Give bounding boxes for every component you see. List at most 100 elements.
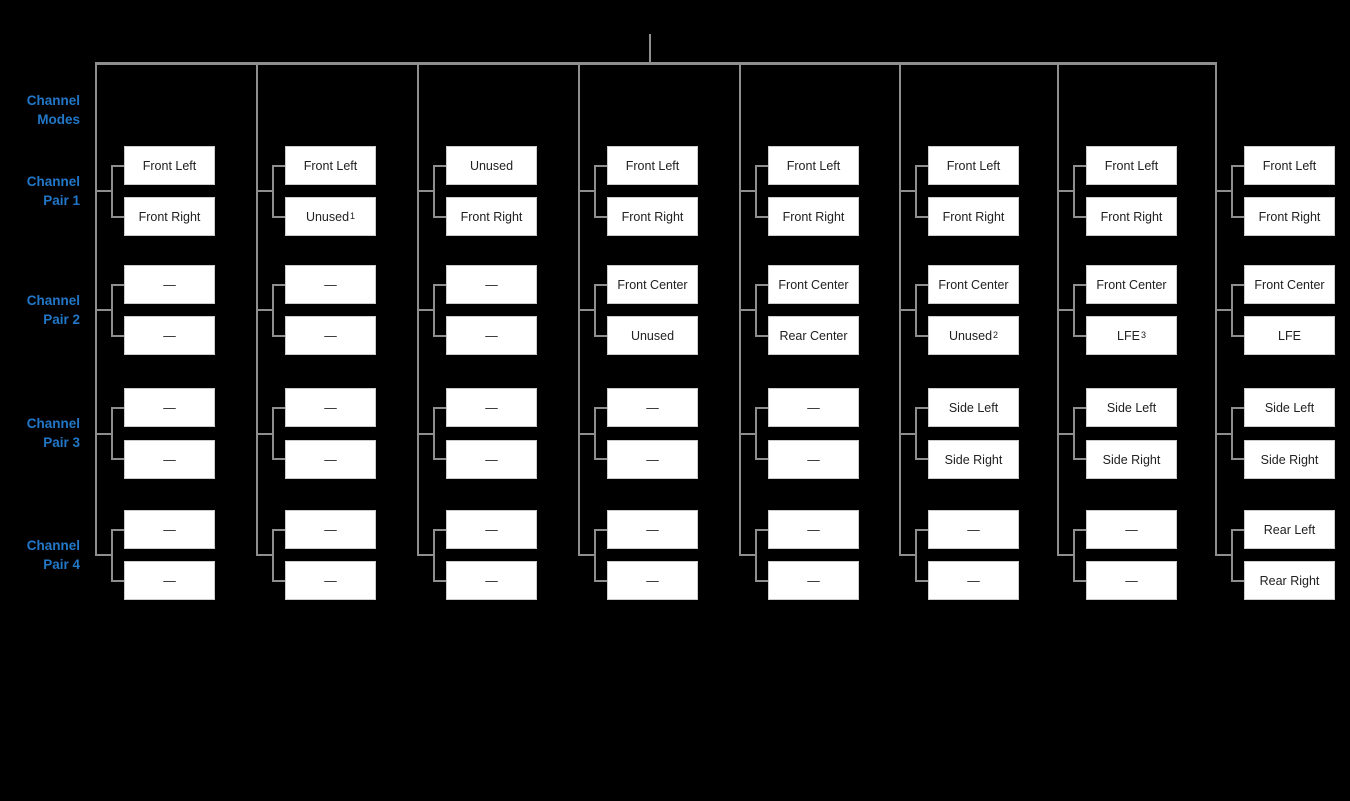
channel-box: —: [446, 388, 537, 427]
label-line: Pair 1: [43, 193, 80, 208]
channel-label: —: [1125, 573, 1138, 588]
pair-bracket: [433, 406, 447, 460]
channel-box: —: [768, 440, 859, 479]
channel-box: —: [607, 440, 698, 479]
channel-label: Side Right: [1102, 452, 1161, 467]
pair-bracket: [594, 164, 608, 218]
label-channel-modes: Channel Modes: [6, 91, 80, 129]
pair-connector-line: [417, 432, 434, 435]
pair-connector-line: [1215, 432, 1232, 435]
channel-label: —: [163, 452, 176, 467]
channel-label: —: [807, 522, 820, 537]
channel-label: —: [163, 573, 176, 588]
channel-box: —: [1086, 561, 1177, 600]
channel-box: —: [124, 440, 215, 479]
channel-box: Front Left: [124, 146, 215, 185]
label-line: Channel: [26, 538, 80, 553]
channel-box: —: [285, 510, 376, 549]
channel-label: —: [485, 573, 498, 588]
channel-label: Front Left: [786, 158, 841, 173]
pair-bracket: [755, 164, 769, 218]
pair-connector-line: [739, 190, 756, 192]
channel-box: Rear Right: [1244, 561, 1335, 600]
channel-box: Rear Center: [768, 316, 859, 355]
channel-box: Front Center: [607, 265, 698, 304]
channel-box: Front Right: [607, 197, 698, 236]
pair-bracket: [111, 406, 125, 460]
channel-box: —: [446, 561, 537, 600]
channel-label: —: [485, 522, 498, 537]
channel-label: —: [324, 277, 337, 292]
channel-label: Front Center: [938, 277, 1009, 292]
channel-label: —: [485, 328, 498, 343]
channel-label: —: [485, 400, 498, 415]
channel-box: Side Right: [1244, 440, 1335, 479]
channel-label: Unused: [469, 158, 514, 173]
channel-box: Front Center: [768, 265, 859, 304]
label-channel-pair-1: Channel Pair 1: [6, 172, 80, 210]
pair-bracket: [272, 164, 286, 218]
channel-label: —: [163, 277, 176, 292]
channel-label: Front Left: [625, 158, 680, 173]
channel-box: —: [285, 561, 376, 600]
channel-label: —: [646, 452, 659, 467]
pair-bracket: [1231, 406, 1245, 460]
channel-box: —: [768, 561, 859, 600]
channel-box: —: [928, 561, 1019, 600]
pair-bracket: [915, 283, 929, 337]
channel-label: —: [163, 328, 176, 343]
channel-box: Front Left: [285, 146, 376, 185]
pair-connector-line: [899, 190, 916, 192]
channel-label: Front Left: [1262, 158, 1317, 173]
label-line: Modes: [37, 112, 80, 127]
channel-label: —: [163, 522, 176, 537]
channel-box: Front Right: [124, 197, 215, 236]
pair-connector-line: [739, 309, 756, 311]
channel-box: —: [768, 510, 859, 549]
channel-label: Front Right: [621, 209, 684, 224]
channel-box: Front Left: [928, 146, 1019, 185]
channel-label: —: [646, 400, 659, 415]
channel-label: Side Left: [1264, 400, 1315, 415]
pair-connector-line: [899, 309, 916, 311]
modes-connector-line: [95, 62, 1217, 65]
pair-connector-line: [1215, 309, 1232, 311]
channel-box: —: [124, 388, 215, 427]
channel-label: —: [807, 452, 820, 467]
channel-label: —: [1125, 522, 1138, 537]
channel-label: —: [807, 573, 820, 588]
pair-bracket: [915, 528, 929, 582]
pair-bracket: [272, 283, 286, 337]
pair-connector-line: [256, 432, 273, 435]
pair-connector-line: [1057, 432, 1074, 435]
channel-box: Side Left: [928, 388, 1019, 427]
label-line: Pair 3: [43, 435, 80, 450]
channel-box: —: [928, 510, 1019, 549]
channel-label: Unused: [630, 328, 675, 343]
channel-box: —: [124, 316, 215, 355]
pair-bracket: [111, 164, 125, 218]
channel-label: Side Left: [948, 400, 999, 415]
channel-box: —: [124, 510, 215, 549]
channel-label: Side Left: [1106, 400, 1157, 415]
channel-box: Unused: [607, 316, 698, 355]
channel-label: LFE: [1117, 328, 1140, 343]
pair-bracket: [272, 406, 286, 460]
pair-bracket: [1231, 164, 1245, 218]
label-channel-pair-2: Channel Pair 2: [6, 291, 80, 329]
pair-bracket: [755, 283, 769, 337]
channel-label: Front Center: [617, 277, 688, 292]
label-line: Channel: [26, 416, 80, 431]
pair-connector-line: [578, 309, 595, 311]
label-channel-pair-3: Channel Pair 3: [6, 414, 80, 452]
channel-label: Front Right: [1258, 209, 1321, 224]
channel-label: Front Left: [1104, 158, 1159, 173]
channel-label: —: [807, 400, 820, 415]
label-channel-pair-4: Channel Pair 4: [6, 536, 80, 574]
channel-label: —: [324, 328, 337, 343]
channel-box: —: [124, 561, 215, 600]
channel-label: Rear Center: [779, 328, 848, 343]
pair-bracket: [1231, 528, 1245, 582]
pair-connector-line: [417, 554, 434, 556]
